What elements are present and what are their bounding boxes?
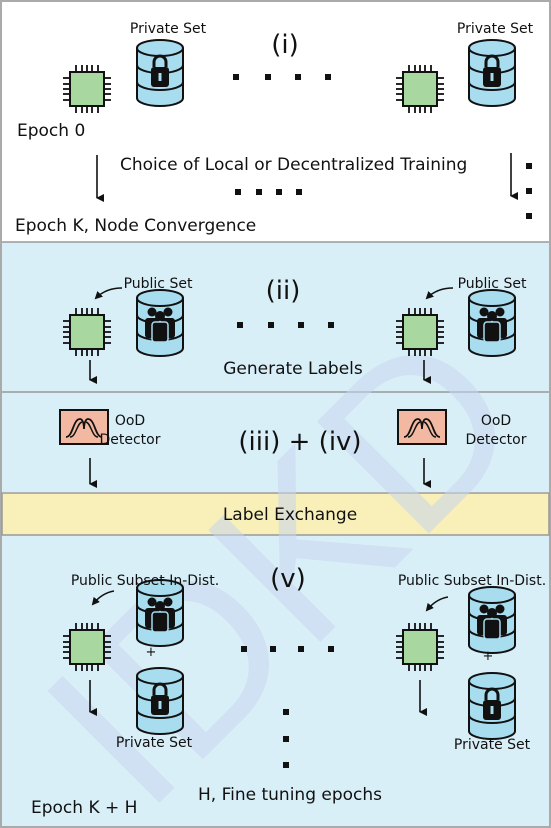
curved-arrow xyxy=(425,596,449,612)
detector-label: Detector xyxy=(465,432,526,448)
generate-labels-label: Generate Labels xyxy=(223,359,363,379)
public-database-icon xyxy=(136,289,184,357)
public-subset-label: Public Subset In-Dist. xyxy=(398,573,546,589)
private-set-label: Private Set xyxy=(454,737,531,753)
step-v-label: (v) xyxy=(270,564,306,594)
plus-sign: + xyxy=(146,645,157,660)
dots-horizontal xyxy=(233,74,331,195)
private-database-icon xyxy=(468,672,516,740)
curved-arrow xyxy=(91,590,115,606)
private-database-icon xyxy=(468,39,516,107)
private-database-icon xyxy=(136,39,184,107)
epoch-0-label: Epoch 0 xyxy=(17,121,85,141)
step-iii-iv-label: (iii) + (iv) xyxy=(238,427,361,457)
epoch-k-h-label: Epoch K + H xyxy=(31,798,137,818)
detector-label: Detector xyxy=(99,432,160,448)
curved-arrow xyxy=(425,287,454,300)
public-set-label: Public Set xyxy=(124,276,193,292)
panel-v-background xyxy=(2,535,549,826)
chip-icon xyxy=(62,307,112,357)
private-set-label: Private Set xyxy=(457,21,534,37)
public-database-icon xyxy=(136,579,184,647)
epoch-k-label: Epoch K, Node Convergence xyxy=(15,216,256,236)
step-i-label: (i) xyxy=(271,30,299,60)
dots-vertical xyxy=(283,709,289,768)
public-subset-label: Public Subset In-Dist. xyxy=(71,573,219,589)
public-set-label: Public Set xyxy=(458,276,527,292)
private-database-icon xyxy=(136,667,184,735)
choice-training-label: Choice of Local or Decentralized Trainin… xyxy=(120,155,467,175)
chip-icon xyxy=(395,64,445,114)
plus-sign: + xyxy=(483,649,494,664)
ood-label: OoD xyxy=(481,413,511,429)
fine-tuning-label: H, Fine tuning epochs xyxy=(198,785,382,805)
private-set-label: Private Set xyxy=(130,21,207,37)
label-exchange-bar xyxy=(1,492,550,536)
chip-icon xyxy=(395,307,445,357)
dots-vertical xyxy=(526,163,532,219)
public-database-icon xyxy=(468,586,516,654)
dots-horizontal xyxy=(241,646,334,652)
curved-arrow xyxy=(94,287,123,300)
ood-detector-icon xyxy=(397,409,447,445)
chip-icon xyxy=(395,622,445,672)
public-database-icon xyxy=(468,289,516,357)
chip-icon xyxy=(62,622,112,672)
private-set-label: Private Set xyxy=(116,735,193,751)
ood-label: OoD xyxy=(115,413,145,429)
label-exchange-text: Label Exchange xyxy=(223,505,357,525)
step-ii-label: (ii) xyxy=(266,276,301,306)
chip-icon xyxy=(62,64,112,114)
dots-horizontal xyxy=(237,322,334,328)
